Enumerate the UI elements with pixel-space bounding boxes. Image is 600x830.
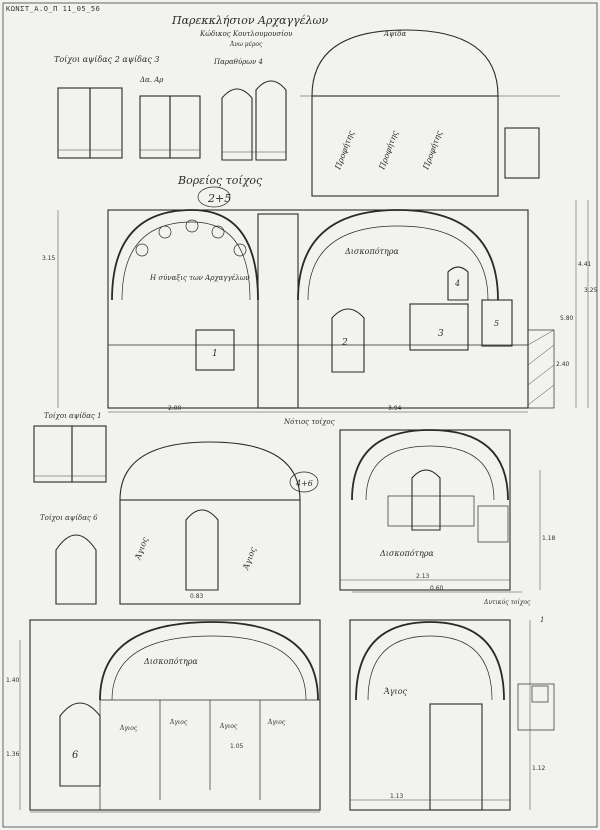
arched-panel-2 <box>255 80 287 161</box>
dim-south-height: 1.18 <box>542 535 556 542</box>
dim-right-height-2: 3.25 <box>584 287 598 294</box>
dim-south-bottom: 0.60 <box>430 585 444 592</box>
west-inscription: Δισκοπότηρα <box>143 657 198 666</box>
dim-right-height-3: 5.80 <box>560 315 574 322</box>
title-line-3: Άνω μέρος <box>229 41 263 48</box>
wall-1-box-right <box>71 425 107 483</box>
north-archangels-label: Η σύναξις των Αρχαγγέλων <box>149 274 251 282</box>
west-saint-3: Άγιος <box>219 723 238 730</box>
arched-panel-1 <box>221 88 253 161</box>
side-panel-top <box>504 127 540 179</box>
niche-2-num: 2 <box>341 338 348 348</box>
dim-right-height-4: 2.40 <box>556 361 570 368</box>
title-line-1: Παρεκκλήσιον Αρχαγγέλων <box>171 14 329 27</box>
north-arch-left <box>111 209 259 301</box>
panel-3 <box>409 303 469 351</box>
dim-west-right-height: 1.12 <box>532 765 546 772</box>
apse-label-prophet-3: Προφήτης <box>421 129 444 172</box>
dim-north-right: 3.94 <box>388 405 402 412</box>
north-inscription: Δισκοπότηρα <box>344 247 399 256</box>
label-north-wall: Βορείος τοίχος <box>177 174 263 187</box>
panel-box-3 <box>139 95 171 159</box>
label-wall-4: Παραθύρων 4 <box>213 58 263 66</box>
dim-west-width: 1.05 <box>230 743 244 750</box>
north-wall-frame <box>107 209 529 409</box>
north-arch-right <box>297 209 499 301</box>
panel-5 <box>481 299 513 347</box>
apse-label-prophet-1: Προφήτης <box>333 129 356 172</box>
panel-1-num: 1 <box>212 349 218 359</box>
west-left-frame <box>29 619 321 811</box>
dim-west-right-width: 1.13 <box>390 793 404 800</box>
label-west-wall-num: 1 <box>540 616 544 624</box>
label-walls-2-3: Τοίχοι αψίδας 2 αψίδας 3 <box>54 55 159 64</box>
apse-wall <box>311 95 499 197</box>
west-right-saint: Άγιος <box>383 687 408 696</box>
panel-4-num: 4 <box>454 279 460 288</box>
west-arch-right <box>355 621 505 701</box>
title-line-2: Κώδικος Κουτλουμουσίου <box>199 29 293 38</box>
panel-4 <box>447 266 469 301</box>
south-window <box>185 509 219 591</box>
south-arch <box>351 429 509 501</box>
south-arch-window <box>411 469 441 531</box>
label-south-wall: Νότιος τοίχος <box>283 417 335 426</box>
label-south-wall-num: 4+6 <box>295 479 313 488</box>
label-left-right: Δα. Αρ <box>139 76 164 84</box>
west-arch-left <box>99 621 319 701</box>
label-wall-1: Τοίχοι αψίδας 1 <box>44 411 102 420</box>
dim-south-width: 2.13 <box>416 573 430 580</box>
panel-box-2 <box>89 87 123 159</box>
apse-dome <box>311 29 499 97</box>
panel-3-num: 3 <box>438 329 444 339</box>
west-saint-2: Άγιος <box>169 719 188 726</box>
dim-north-height: 3.15 <box>42 255 56 262</box>
label-wall-6: Τοίχοι αψίδας 6 <box>40 513 98 522</box>
dim-west-height-low: 1.36 <box>6 751 20 758</box>
panel-1 <box>195 329 235 371</box>
west-right-door <box>429 703 483 811</box>
dim-west-height: 1.40 <box>6 677 20 684</box>
label-apse-top: Αψίδα <box>383 29 407 38</box>
label-west-wall: Δυτικός τοίχος <box>483 599 531 606</box>
north-central-pier <box>257 213 299 409</box>
west-saint-1: Άγιος <box>119 725 138 732</box>
south-dome-left <box>119 441 301 501</box>
hatched-pier-right <box>527 329 555 409</box>
south-inner-panel <box>387 495 475 527</box>
dim-south-window: 0.83 <box>190 593 204 600</box>
south-saint-2: Άγιος <box>241 546 258 572</box>
wall-1-box-left <box>33 425 73 483</box>
apse-label-prophet-2: Προφήτης <box>377 129 400 172</box>
dim-north-left: 2.00 <box>168 405 182 412</box>
panel-box-4 <box>169 95 201 159</box>
west-door-6-num: 6 <box>72 750 79 761</box>
west-right-side-panel <box>517 683 555 731</box>
niche-2 <box>331 308 365 373</box>
label-north-wall-num: 2+5 <box>207 192 231 205</box>
reference-code: ΚΩΝΣΤ_Α.Ο_Π 11_05_56 <box>6 5 100 13</box>
south-wall-left <box>119 499 301 605</box>
wall-6-panel <box>55 534 97 605</box>
west-door-6 <box>59 702 101 787</box>
south-side-panel <box>477 505 509 543</box>
panel-box-1 <box>57 87 91 159</box>
panel-5-num: 5 <box>494 319 499 328</box>
west-saint-4: Άγιος <box>267 719 286 726</box>
dim-right-height-1: 4.41 <box>578 261 592 268</box>
south-inscription: Δισκοπότηρα <box>379 549 434 558</box>
south-saint-1: Άγιος <box>133 536 150 562</box>
